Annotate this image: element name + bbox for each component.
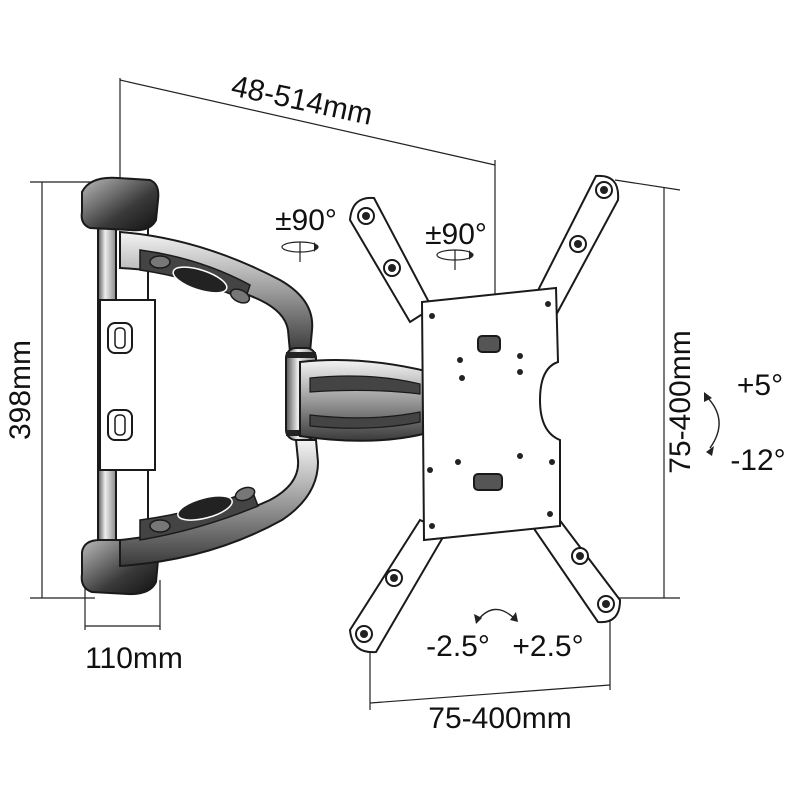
tilt-down-label: -12°: [730, 444, 785, 477]
swivel-right-arrow-icon: [436, 249, 474, 270]
forearm: [299, 359, 442, 442]
lower-arm: [119, 439, 320, 568]
wall-plate-top-cap: [80, 176, 160, 232]
width-dimension-label: 110mm: [85, 642, 183, 675]
vesa-horizontal-label: 75-400mm: [428, 702, 571, 735]
swivel-left-label: ±90°: [275, 204, 337, 237]
vesa-arm-holes: [355, 181, 615, 643]
vesa-vertical-label: 75-400mm: [664, 330, 697, 473]
rotate-plus-label: +2.5°: [512, 630, 583, 663]
vesa-plate-slot-top: [477, 335, 501, 353]
vesa-plate-slot-bottom: [473, 473, 503, 491]
height-dimension-label: 398mm: [4, 340, 37, 440]
tilt-arrow-icon: [704, 392, 720, 456]
vesa-center-plate: [420, 286, 561, 542]
swivel-left-arrow-icon: [281, 241, 319, 262]
depth-dimension-label: 48-514mm: [228, 70, 375, 132]
tilt-up-label: +5°: [737, 369, 783, 402]
rotate-minus-label: -2.5°: [426, 630, 490, 663]
swivel-right-label: ±90°: [425, 218, 487, 251]
rotate-arrow-icon: [474, 608, 518, 624]
dimension-lines: [30, 78, 681, 710]
wall-plate: [80, 176, 160, 596]
rotation-arrows: [281, 241, 720, 624]
